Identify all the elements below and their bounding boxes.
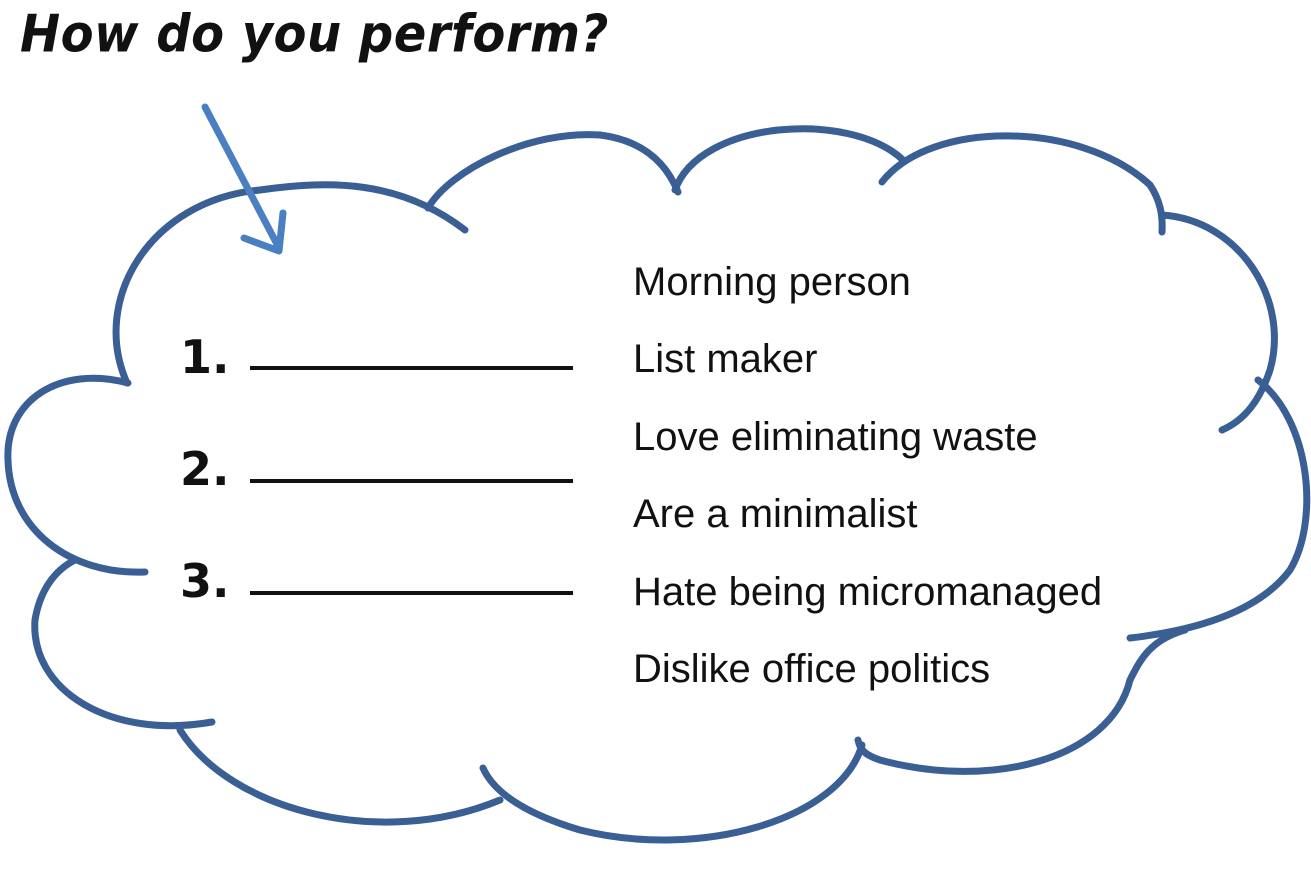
blank-line-3 <box>250 591 573 595</box>
blank-number-3: 3. <box>180 554 230 608</box>
trait-item: Are a minimalist <box>633 492 918 536</box>
trait-item: Dislike office politics <box>633 647 991 691</box>
arrow-icon <box>201 103 287 255</box>
blank-number-2: 2. <box>180 442 230 496</box>
trait-item: Hate being micromanaged <box>633 570 1103 614</box>
trait-item: Love eliminating waste <box>633 415 1038 459</box>
trait-item: Morning person <box>633 260 911 304</box>
trait-item: List maker <box>633 337 818 381</box>
diagram-heading: How do you perform? <box>20 4 609 65</box>
cloud-outline <box>4 125 1311 844</box>
blank-line-1 <box>250 366 573 370</box>
blank-line-2 <box>250 479 573 483</box>
blank-number-1: 1. <box>180 330 230 384</box>
